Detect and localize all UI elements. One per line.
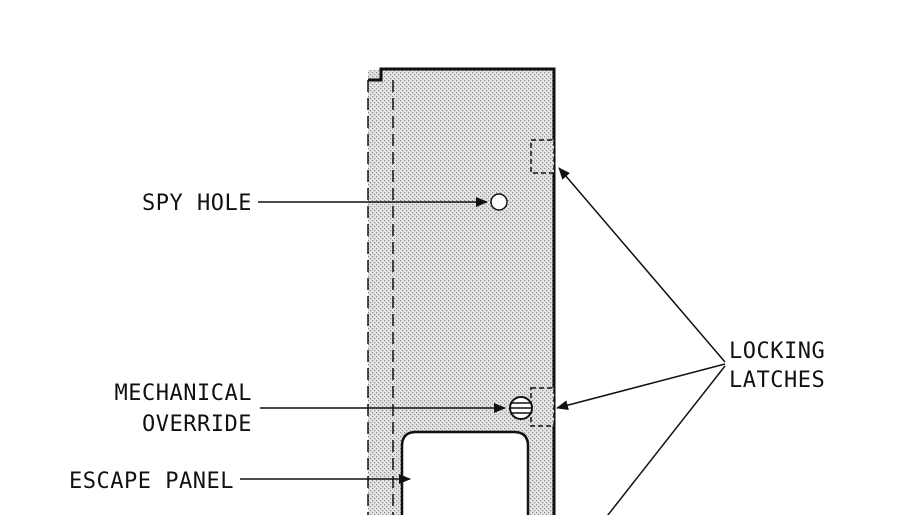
latch-leader-middle — [556, 363, 726, 411]
locking-latches-label-line1: LOCKING — [729, 339, 825, 364]
locking-latches-label-line2: LATCHES — [729, 368, 825, 393]
spy-hole-label: SPY HOLE — [142, 191, 252, 216]
spy-hole-circle — [490, 193, 508, 211]
mechanical-override-knob — [509, 396, 533, 420]
escape-panel-outline — [400, 430, 530, 515]
mechanical-override-label-line1: MECHANICAL — [115, 381, 252, 406]
latch-leader-upper — [558, 167, 726, 363]
escape-panel-label: ESCAPE PANEL — [69, 469, 234, 494]
mechanical-override-label-line2: OVERRIDE — [142, 412, 252, 437]
upper-locking-latch — [530, 139, 555, 174]
latch-leader-lower — [606, 365, 726, 515]
middle-locking-latch — [530, 387, 555, 427]
